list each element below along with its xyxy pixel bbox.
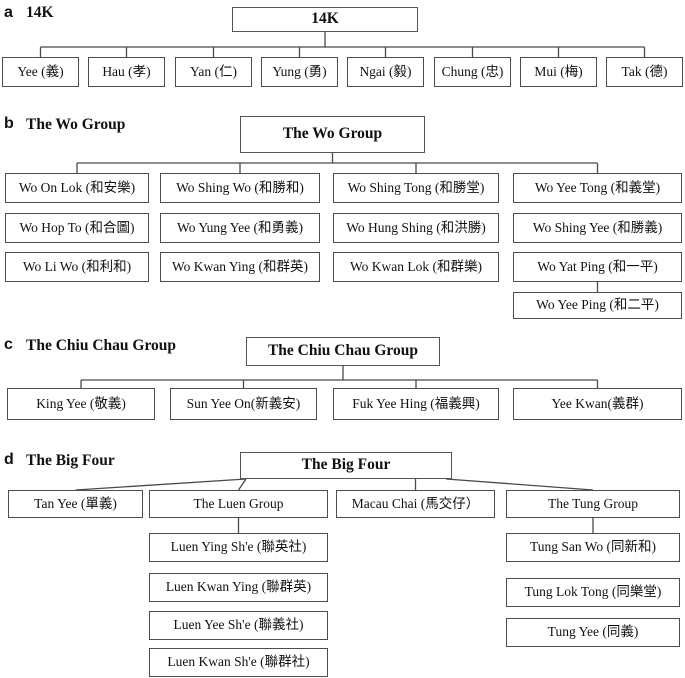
box-wo-shing-yee: Wo Shing Yee (和勝義) [513,213,682,243]
box-ngai: Ngai (毅) [347,57,424,87]
box-luen-group: The Luen Group [149,490,328,518]
section-b-title: The Wo Group [26,116,126,133]
box-wo-shing-wo: Wo Shing Wo (和勝和) [160,173,320,203]
box-luen-kwan-she: Luen Kwan Sh'e (聯群社) [149,648,328,677]
box-big-four: The Big Four [240,452,452,479]
box-hau: Hau (孝) [88,57,165,87]
box-wo-kwan-lok: Wo Kwan Lok (和群樂) [333,252,499,282]
box-sun-yee-on: Sun Yee On(新義安) [170,388,317,420]
box-tung-group: The Tung Group [506,490,680,518]
box-fuk-yee-hing: Fuk Yee Hing (福義興) [333,388,499,420]
box-wo-on-lok: Wo On Lok (和安樂) [5,173,149,203]
section-c-letter: c [4,336,13,353]
box-wo-hop-to: Wo Hop To (和合圖) [5,213,149,243]
box-tung-san-wo: Tung San Wo (同新和) [506,533,680,562]
box-wo-yung-yee: Wo Yung Yee (和勇義) [160,213,320,243]
box-wo-hung-shing: Wo Hung Shing (和洪勝) [333,213,499,243]
box-14k: 14K [232,7,418,32]
box-yee: Yee (義) [2,57,79,87]
box-chiu-chau-group: The Chiu Chau Group [246,337,440,366]
section-c-title: The Chiu Chau Group [26,337,177,354]
box-wo-group: The Wo Group [240,116,425,153]
box-tung-lok-tong: Tung Lok Tong (同樂堂) [506,578,680,607]
box-macau-chai: Macau Chai (馬交仔） [336,490,495,518]
box-yan: Yan (仁) [175,57,252,87]
box-mui: Mui (梅) [520,57,597,87]
box-luen-kwan-ying: Luen Kwan Ying (聯群英) [149,573,328,602]
box-wo-yat-ping: Wo Yat Ping (和一平) [513,252,682,282]
box-yung: Yung (勇) [261,57,338,87]
box-king-yee: King Yee (敬義) [7,388,155,420]
section-a-letter: a [4,4,13,21]
box-tak: Tak (德) [606,57,683,87]
box-luen-ying-she: Luen Ying Sh'e (聯英社) [149,533,328,562]
section-d-letter: d [4,451,14,468]
box-wo-shing-tong: Wo Shing Tong (和勝堂) [333,173,499,203]
box-luen-yee-she: Luen Yee Sh'e (聯義社) [149,611,328,640]
box-wo-yee-tong: Wo Yee Tong (和義堂) [513,173,682,203]
box-wo-kwan-ying: Wo Kwan Ying (和群英) [160,252,320,282]
box-yee-kwan: Yee Kwan(義群) [513,388,682,420]
box-tan-yee: Tan Yee (單義) [8,490,143,518]
section-b-letter: b [4,115,14,132]
box-tung-yee: Tung Yee (同義) [506,618,680,647]
box-wo-yee-ping: Wo Yee Ping (和二平) [513,292,682,319]
box-chung: Chung (忠) [434,57,511,87]
box-wo-li-wo: Wo Li Wo (和利和) [5,252,149,282]
section-d-title: The Big Four [26,452,115,469]
section-a-title: 14K [26,4,54,21]
